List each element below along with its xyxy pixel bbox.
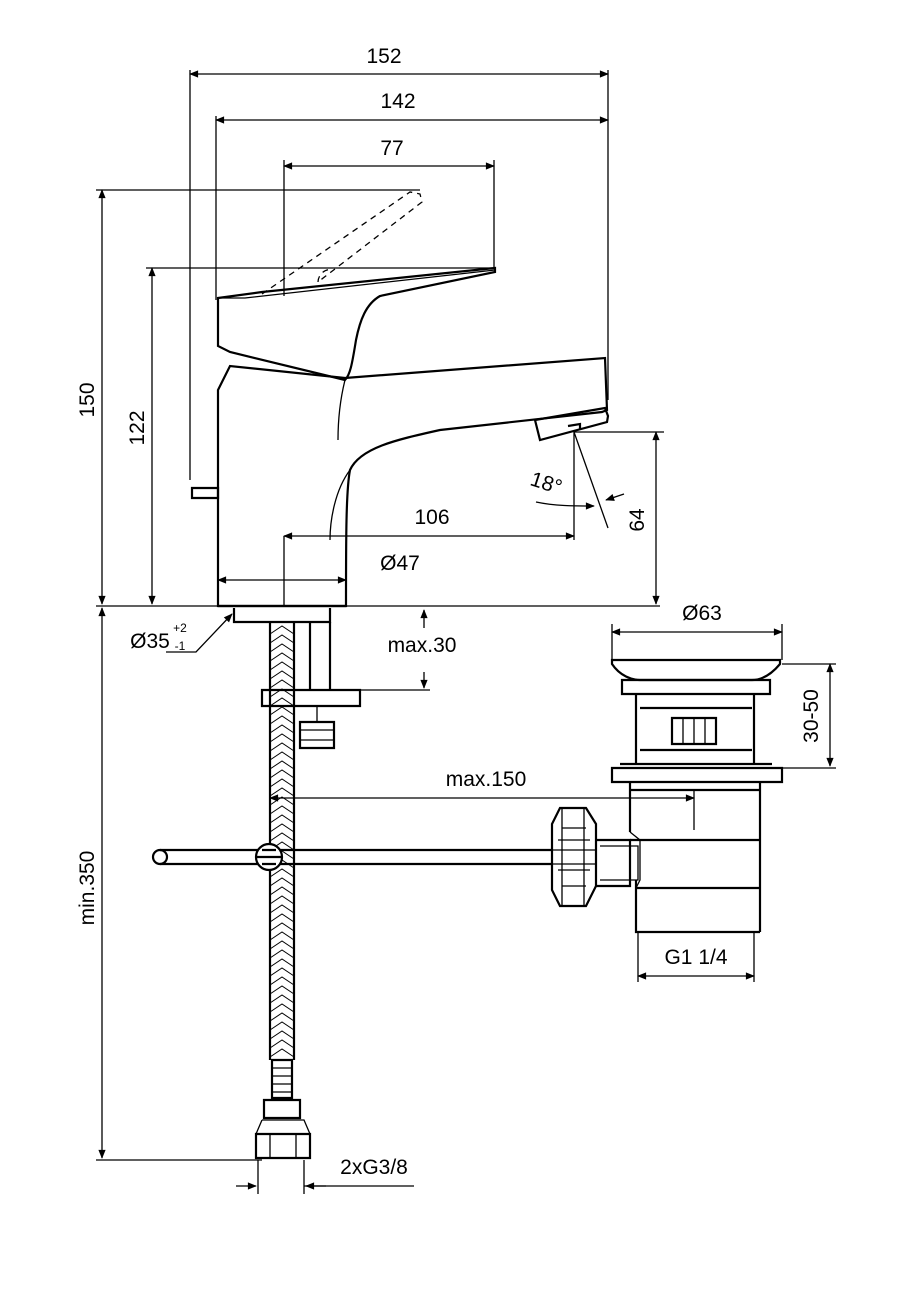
dim-min-hose: min.350 bbox=[76, 851, 99, 926]
hose-braid-mark bbox=[269, 778, 295, 788]
dim-hose-connection: 2xG3/8 bbox=[340, 1156, 408, 1179]
dim-lever-length: 77 bbox=[380, 137, 403, 160]
dim-waste-height: 30-50 bbox=[800, 689, 823, 743]
hose-braid-mark bbox=[269, 679, 295, 689]
hose-braid-mark bbox=[269, 931, 295, 941]
dim-spout-height: 64 bbox=[626, 508, 649, 532]
dim-overall-height: 150 bbox=[76, 382, 99, 417]
hose-braid-mark bbox=[269, 1003, 295, 1013]
dim-hole-diameter: Ø35 bbox=[130, 630, 170, 653]
hose-braid-mark bbox=[269, 769, 295, 779]
dim-waste-thread: G1 1/4 bbox=[664, 946, 727, 969]
hose-braid-mark bbox=[269, 634, 295, 644]
hose-braid-mark bbox=[269, 940, 295, 950]
hose-braid-mark bbox=[269, 823, 295, 833]
dimension-labels: 152 142 77 150 122 18° 106 64 Ø47 Ø35 +2… bbox=[76, 45, 823, 1179]
hose-braid-mark bbox=[269, 1048, 295, 1058]
hose-braid-mark bbox=[269, 742, 295, 752]
hose-braid-mark bbox=[269, 985, 295, 995]
hose-braid-mark bbox=[269, 949, 295, 959]
dim-spout-projection: 106 bbox=[414, 506, 449, 529]
hose-braid-mark bbox=[269, 832, 295, 842]
hose-braid-mark bbox=[269, 922, 295, 932]
lever-handle bbox=[216, 266, 497, 382]
dim-hole-tol-plus: +2 bbox=[173, 621, 187, 635]
hose-braid-mark bbox=[269, 895, 295, 905]
hose-braid-mark bbox=[269, 1039, 295, 1049]
dim-rod-length: max.150 bbox=[446, 768, 527, 791]
dimension-lines bbox=[96, 70, 836, 1194]
hose-braid-mark bbox=[269, 814, 295, 824]
hose-braid-mark bbox=[269, 652, 295, 662]
hose-braid-mark bbox=[269, 787, 295, 797]
hose-braid-mark bbox=[269, 868, 295, 878]
hose-braid-mark bbox=[269, 886, 295, 896]
hose-braid-mark bbox=[269, 976, 295, 986]
waste-assembly bbox=[550, 658, 784, 934]
popup-rod-knob bbox=[190, 486, 220, 500]
dim-lever-height: 122 bbox=[126, 410, 149, 445]
hose-braid-mark bbox=[269, 1021, 295, 1031]
dim-body-diameter: Ø47 bbox=[380, 552, 420, 575]
dim-waste-diameter: Ø63 bbox=[682, 602, 722, 625]
dim-overall-length: 152 bbox=[366, 45, 401, 68]
hose-braid-mark bbox=[269, 706, 295, 716]
popup-control-rod bbox=[151, 842, 555, 872]
hose-braid-mark bbox=[269, 1012, 295, 1022]
hose-braid-mark bbox=[269, 1030, 295, 1040]
hose-braid-mark bbox=[269, 994, 295, 1004]
dim-hole-tol-minus: -1 bbox=[175, 639, 186, 653]
lever-raised-position bbox=[261, 191, 423, 295]
hose-braid-mark bbox=[269, 904, 295, 914]
hose-braid-mark bbox=[269, 760, 295, 770]
hose-braid-mark bbox=[269, 688, 295, 698]
hose-braid-mark bbox=[269, 661, 295, 671]
hose-braid-mark bbox=[269, 958, 295, 968]
flexible-hose bbox=[254, 622, 312, 1160]
hose-braid-mark bbox=[269, 967, 295, 977]
faucet-body bbox=[216, 356, 610, 608]
hose-braid-mark bbox=[269, 805, 295, 815]
dim-spout-angle: 18° bbox=[527, 468, 564, 500]
mounting-assembly bbox=[232, 608, 362, 750]
hose-braid-mark bbox=[269, 715, 295, 725]
dim-max-deck: max.30 bbox=[388, 634, 457, 657]
hose-braid-mark bbox=[269, 625, 295, 635]
hose-braid-mark bbox=[269, 751, 295, 761]
hose-braid-mark bbox=[269, 733, 295, 743]
hose-braid-mark bbox=[269, 877, 295, 887]
hose-braid-mark bbox=[269, 643, 295, 653]
dim-base-to-spout: 142 bbox=[380, 90, 415, 113]
hose-braid-mark bbox=[269, 724, 295, 734]
hose-braid-mark bbox=[269, 670, 295, 680]
hose-braid-mark bbox=[269, 697, 295, 707]
hose-braid-mark bbox=[269, 913, 295, 923]
